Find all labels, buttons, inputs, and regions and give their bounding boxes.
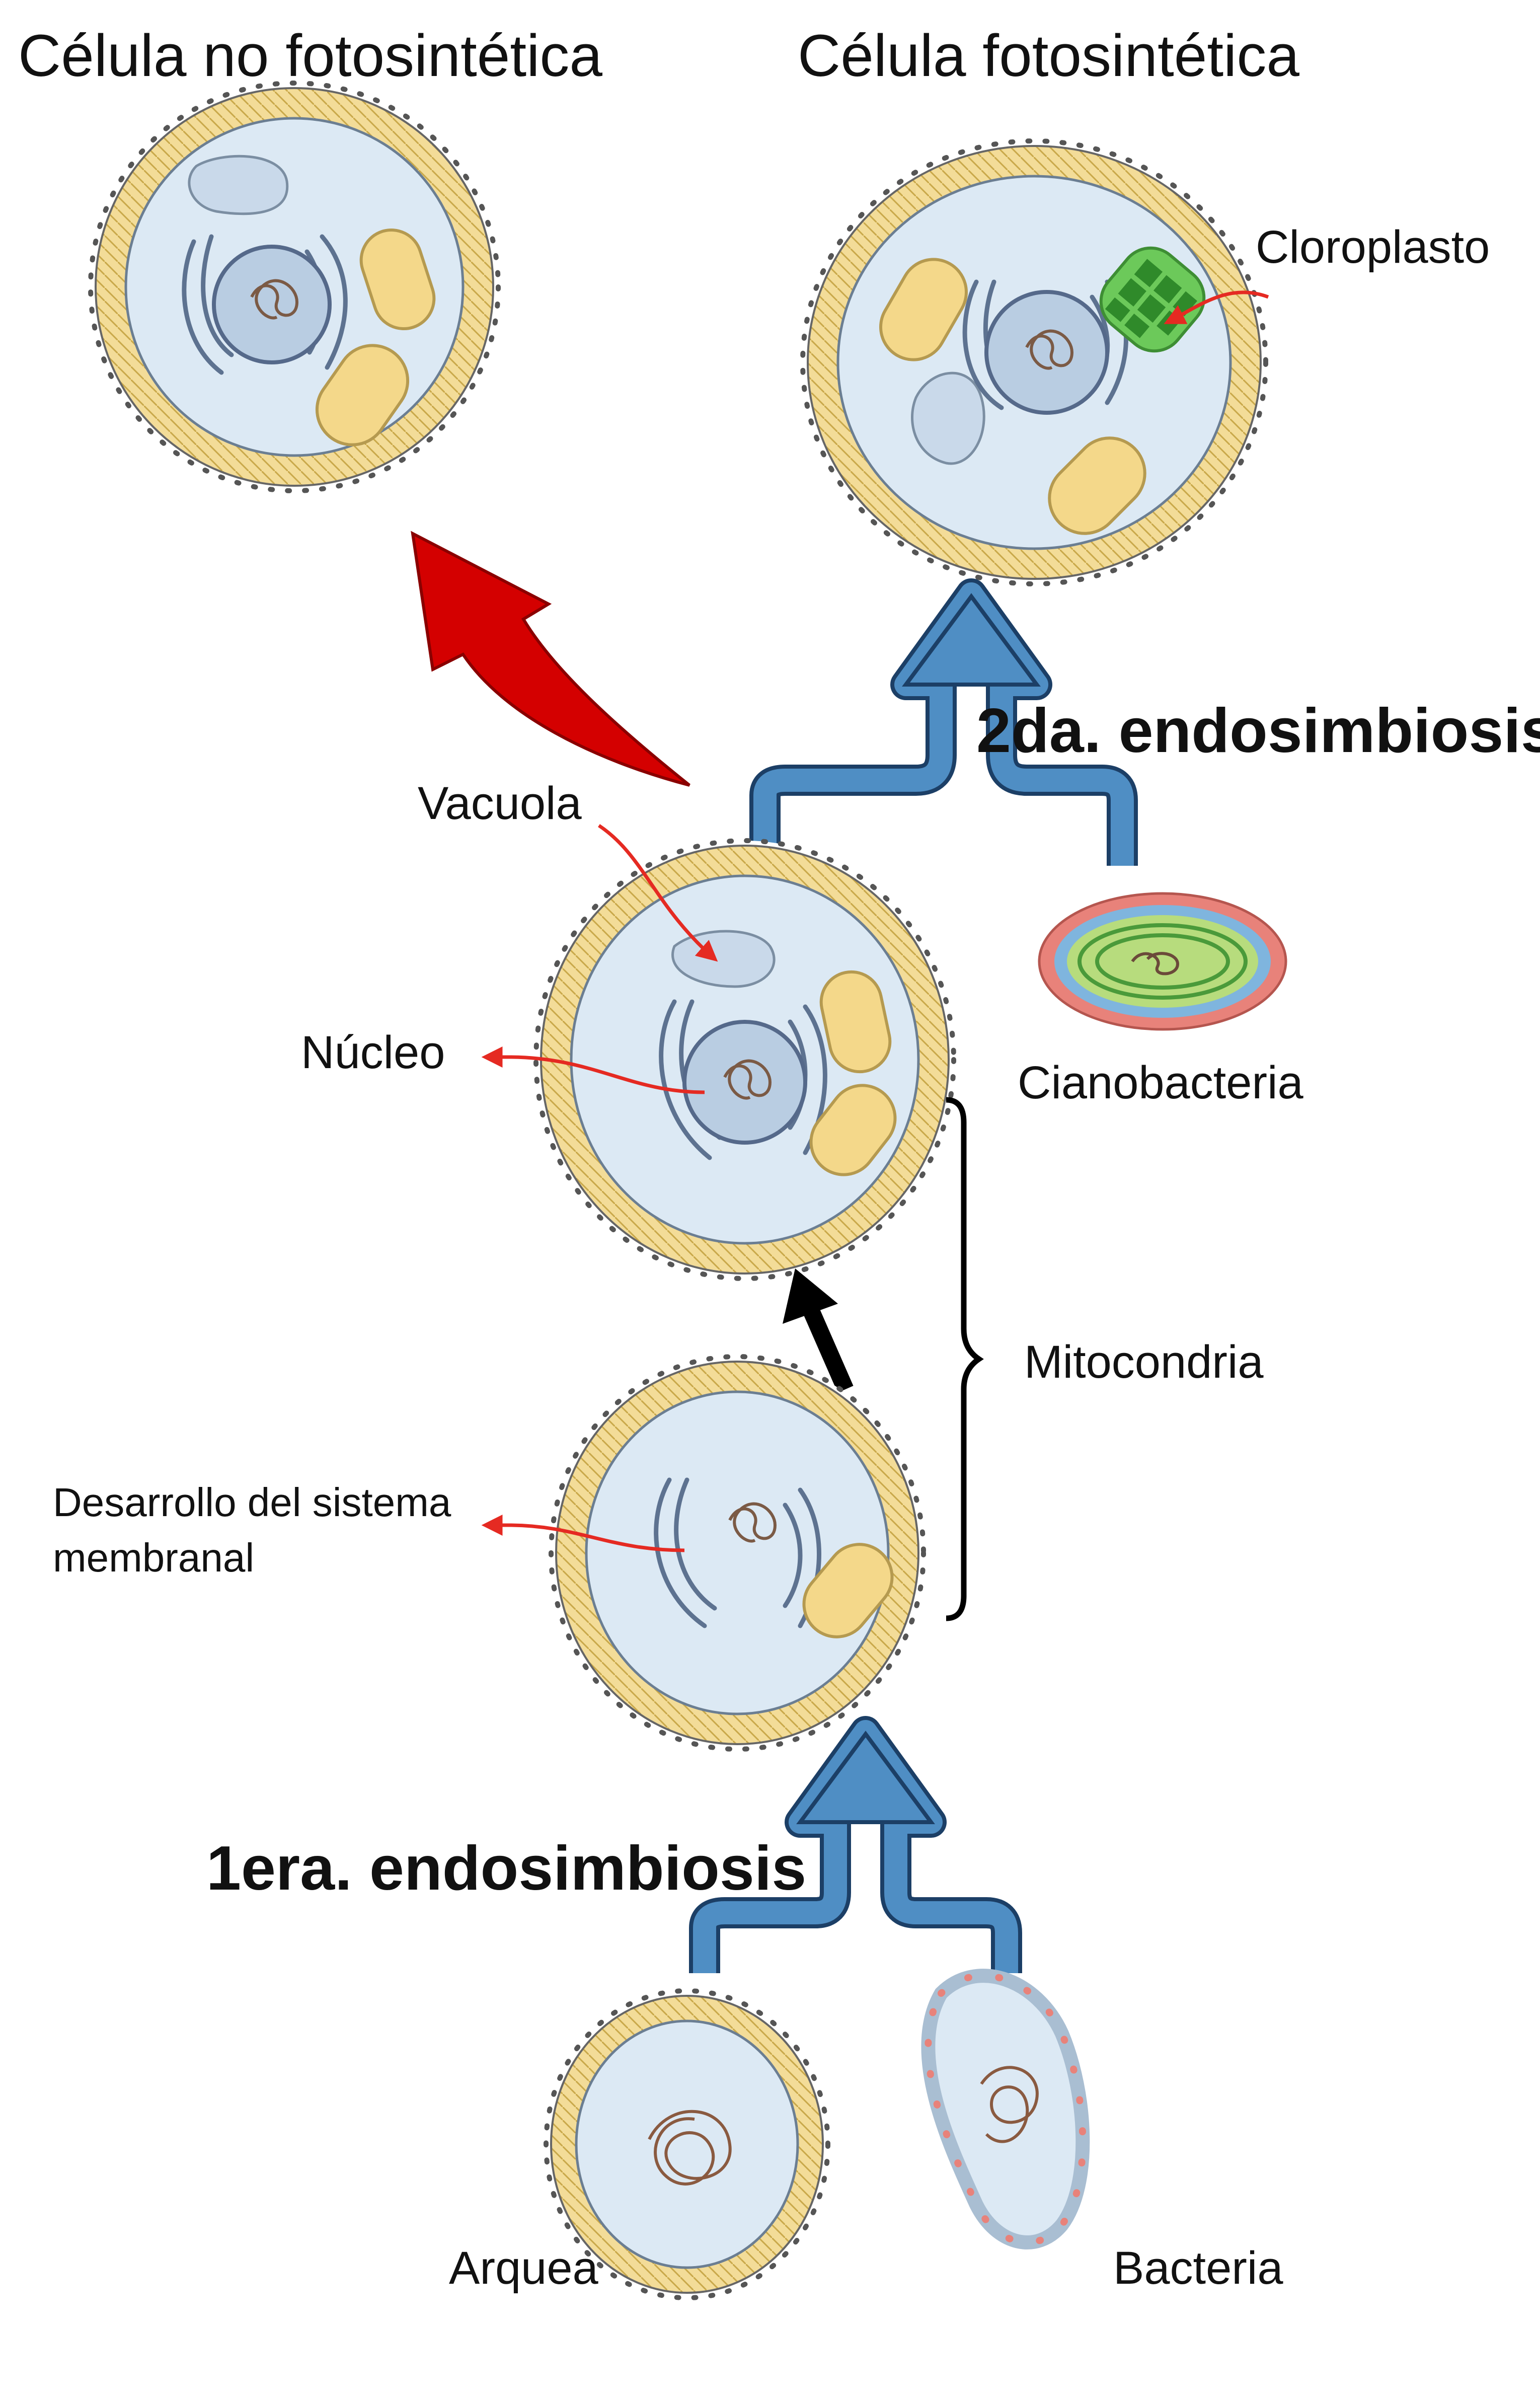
cell-membrane-development (549, 1354, 926, 1752)
photosynthetic-cell (800, 138, 1268, 586)
nucleus (682, 1020, 807, 1145)
mitochondrion (879, 258, 968, 361)
membrane-system-pointer-arrow (481, 1515, 685, 1552)
vacuole (911, 371, 985, 465)
eukaryotic-cell-with-vacuole (533, 838, 956, 1281)
nucleus (984, 290, 1109, 415)
chloroplast (1099, 246, 1206, 353)
evolution-arrow (411, 531, 690, 787)
label-archaea: Arquea (449, 2242, 598, 2294)
cyanobacteria (1038, 892, 1287, 1031)
nucleus-pointer-arrow (481, 1046, 705, 1094)
label-cyanobacteria: Cianobacteria (1018, 1057, 1303, 1108)
mitochondrion (315, 344, 410, 446)
mitochondrion (1048, 436, 1146, 535)
mitochondrion (359, 228, 436, 331)
label-membrane-system: Desarrollo del sistema membranal (53, 1475, 451, 1586)
first-endosymbiosis-pathway (689, 1716, 1022, 1973)
archaea-cell (544, 1988, 830, 2300)
label-first-endosymbiosis: 1era. endosimbiosis (206, 1834, 807, 1903)
mitochondrion (809, 1084, 897, 1176)
nucleus (212, 245, 332, 364)
title-photosynthetic-cell: Célula fotosintética (798, 23, 1300, 89)
label-vacuole: Vacuola (418, 778, 582, 829)
vacuole-pointer-arrow (598, 824, 718, 962)
development-arrow (802, 1305, 854, 1393)
bacteria-cell (921, 1969, 1090, 2250)
label-chloroplast: Cloroplasto (1256, 221, 1490, 273)
label-second-endosymbiosis: 2da. endosimbiosis (976, 696, 1540, 766)
label-bacteria: Bacteria (1113, 2242, 1283, 2294)
non-photosynthetic-cell (88, 81, 501, 493)
mitochondria-bracket (946, 1097, 984, 1621)
development-arrow-head (783, 1268, 838, 1324)
mitochondrion (819, 970, 892, 1074)
label-mitochondria: Mitocondria (1024, 1336, 1264, 1388)
mitochondrion (802, 1543, 894, 1638)
chloroplast-pointer-arrow (1164, 290, 1269, 324)
title-non-photosynthetic-cell: Célula no fotosintética (18, 23, 603, 89)
label-membrane-system-line2: membranal (53, 1535, 255, 1581)
label-nucleus: Núcleo (301, 1027, 445, 1078)
label-membrane-system-line1: Desarrollo del sistema (53, 1480, 451, 1525)
vacuole (188, 155, 289, 215)
second-endosymbiosis-pathway (749, 578, 1138, 866)
